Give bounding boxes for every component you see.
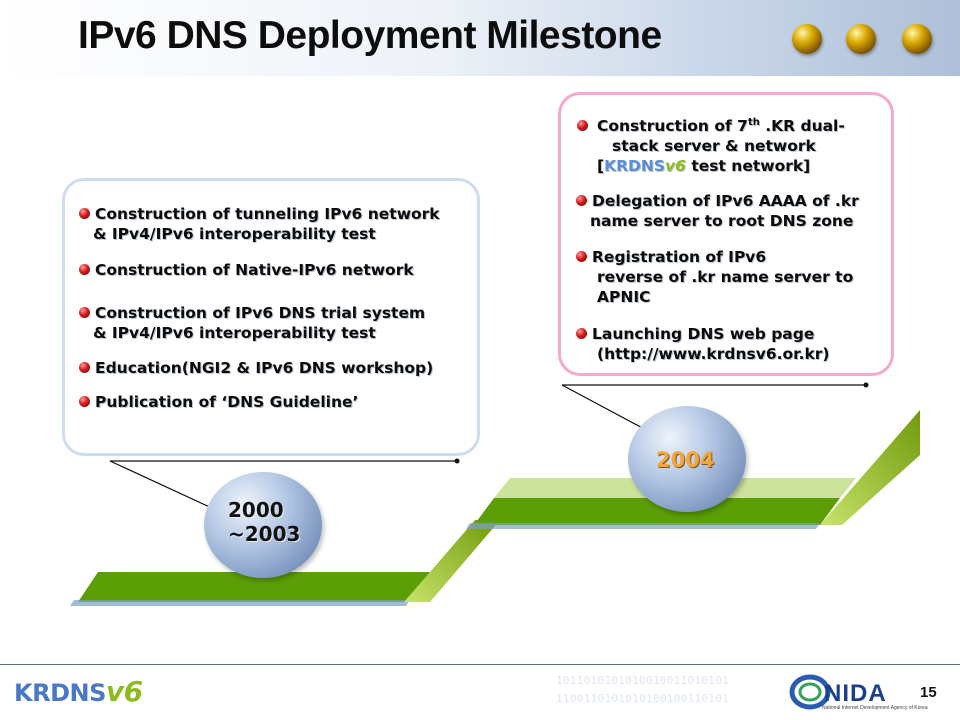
left-item-5: Publication of ‘DNS Guideline’ <box>79 392 358 412</box>
lower-step <box>78 572 430 602</box>
red-bullet-icon <box>79 307 90 318</box>
left-item-2: Construction of Native-IPv6 network <box>79 260 414 280</box>
krdns-text: KRDNS <box>604 157 666 175</box>
left-item-1: Construction of tunneling IPv6 network &… <box>79 204 440 244</box>
milestone-circle-2000 <box>204 472 322 578</box>
gold-dot-icon <box>792 24 822 54</box>
right-item-3: Registration of IPv6 reverse of .kr name… <box>576 247 853 307</box>
red-bullet-icon <box>79 362 90 373</box>
page-number: 15 <box>920 684 937 701</box>
nida-logo-text: NIDA <box>824 680 887 707</box>
red-bullet-icon <box>576 251 587 262</box>
gold-dot-icon <box>846 24 876 54</box>
krdnsv6-logo: KRDNSv6 <box>14 675 143 708</box>
left-item-3: Construction of IPv6 DNS trial system & … <box>79 303 425 343</box>
rising-arrow <box>820 410 920 525</box>
right-item-2: Delegation of IPv6 AAAA of .kr name serv… <box>576 191 859 231</box>
red-bullet-icon <box>79 396 90 407</box>
red-bullet-icon <box>79 264 90 275</box>
footer-divider <box>0 664 960 665</box>
binary-watermark: 1100110101010100100110101 <box>556 692 730 705</box>
milestone-year-2000-2003: 2000 ~2003 <box>228 498 301 546</box>
left-milestone-panel <box>62 178 480 456</box>
red-bullet-icon <box>79 208 90 219</box>
right-item-4: Launching DNS web page (http://www.krdns… <box>576 324 830 364</box>
binary-watermark: 1011010101010010011010101 <box>556 674 730 687</box>
red-bullet-icon <box>577 120 588 131</box>
upper-step <box>474 498 840 525</box>
red-bullet-icon <box>576 195 587 206</box>
riser <box>404 520 500 602</box>
right-item-1: Construction of 7th .KR dual- stack serv… <box>577 116 845 176</box>
nida-swoosh-icon <box>789 674 831 710</box>
milestone-circle-2004 <box>628 406 746 512</box>
nida-subtitle: National Internet Development Agency of … <box>822 705 928 711</box>
slide-title: IPv6 DNS Deployment Milestone <box>78 14 662 57</box>
lower-step-shadow <box>70 600 410 606</box>
v6-text: v6 <box>665 157 686 175</box>
milestone-year-2004: 2004 <box>656 448 715 472</box>
upper-step-shadow <box>466 523 820 529</box>
left-item-4: Education(NGI2 & IPv6 DNS workshop) <box>79 358 433 378</box>
gold-dot-icon <box>902 24 932 54</box>
red-bullet-icon <box>576 328 587 339</box>
right-milestone-panel <box>558 92 894 376</box>
